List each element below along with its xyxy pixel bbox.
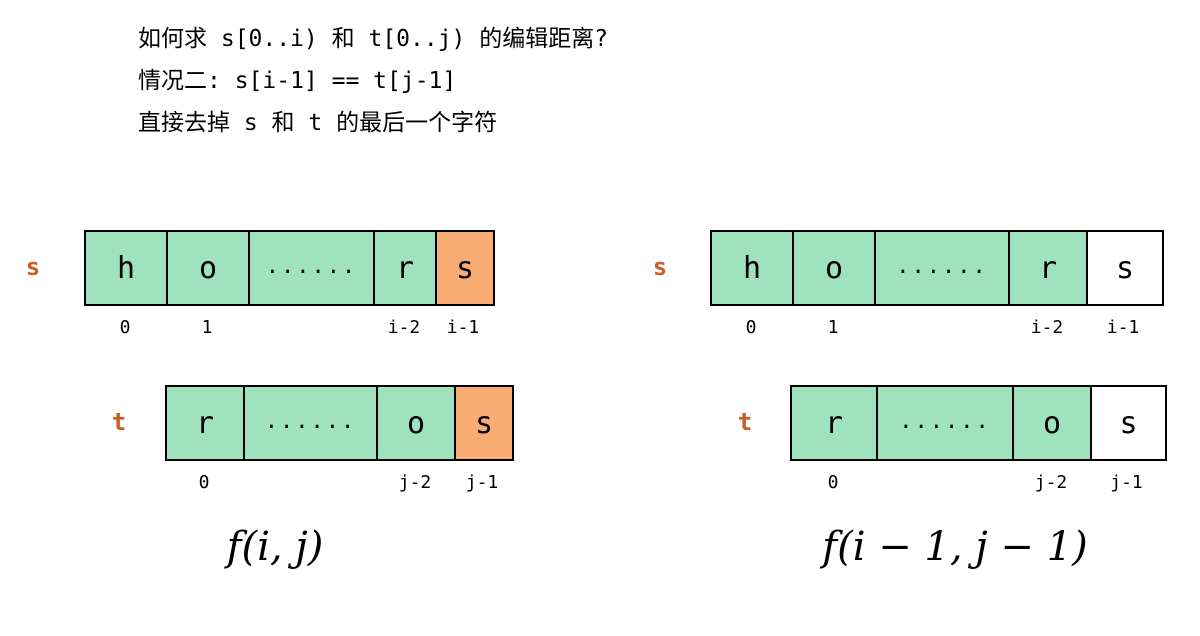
right-t-index-3: j-1	[1110, 472, 1143, 493]
left-t-cell-0: r	[167, 387, 245, 459]
left-t-index-2: j-2	[398, 472, 432, 493]
caption-line-2: 情况二: s[i-1] == t[j-1]	[138, 68, 457, 94]
right-s-index-3: i-2	[1030, 317, 1064, 338]
right-s-index-0: 0	[745, 317, 757, 338]
left-s-cell-0: h	[86, 232, 168, 304]
right-formula: f(i − 1, j − 1)	[822, 524, 1088, 570]
left-s-row-label: s	[25, 253, 41, 281]
caption-block: 如何求 s[0..i) 和 t[0..j) 的编辑距离? 情况二: s[i-1]…	[138, 18, 1038, 144]
left-s-cell-1: o	[168, 232, 250, 304]
left-s-index-4: i-1	[446, 317, 480, 338]
right-t-cell-3: s	[1092, 387, 1165, 459]
right-t-index-2: j-2	[1034, 472, 1068, 493]
right-t-index-strip: 0 j-2 j-1	[790, 470, 1163, 496]
right-s-cell-1: o	[794, 232, 876, 304]
right-s-row-label: s	[652, 253, 668, 281]
right-t-index-0: 0	[827, 472, 839, 493]
right-s-cell-2: ......	[876, 232, 1010, 304]
right-s-cell-3: r	[1010, 232, 1088, 304]
right-t-cell-0: r	[792, 387, 878, 459]
left-t-row: r ...... o s	[165, 385, 514, 461]
left-s-row: h o ...... r s	[84, 230, 495, 306]
right-t-index-1	[876, 470, 1012, 496]
left-t-index-1	[243, 470, 376, 496]
left-s-index-0: 0	[119, 317, 131, 338]
right-t-cell-2: o	[1014, 387, 1092, 459]
left-t-index-0: 0	[198, 472, 210, 493]
left-s-index-strip: 0 1 i-2 i-1	[84, 315, 491, 341]
left-formula: f(i, j)	[226, 524, 324, 570]
left-t-index-strip: 0 j-2 j-1	[165, 470, 510, 496]
caption-line-3: 直接去掉 s 和 t 的最后一个字符	[138, 110, 498, 136]
left-s-index-3: i-2	[387, 317, 421, 338]
left-s-cell-3: r	[375, 232, 437, 304]
left-s-index-2	[248, 315, 373, 341]
left-t-cell-1: ......	[245, 387, 378, 459]
right-s-cell-0: h	[712, 232, 794, 304]
left-t-index-3: j-1	[465, 472, 499, 493]
left-t-cell-2: o	[378, 387, 456, 459]
right-s-index-1: 1	[827, 317, 839, 338]
left-t-row-label: t	[111, 408, 127, 436]
right-s-cell-4: s	[1088, 232, 1162, 304]
right-s-index-4: i-1	[1106, 317, 1140, 338]
left-s-cell-2: ......	[250, 232, 375, 304]
left-s-index-1: 1	[201, 317, 213, 338]
left-t-cell-3: s	[456, 387, 512, 459]
right-t-row: r ...... o s	[790, 385, 1167, 461]
right-t-row-label: t	[737, 408, 753, 436]
right-s-index-2	[874, 315, 1008, 341]
right-s-row: h o ...... r s	[710, 230, 1164, 306]
right-s-index-strip: 0 1 i-2 i-1	[710, 315, 1160, 341]
right-t-cell-1: ......	[878, 387, 1014, 459]
left-s-cell-4: s	[437, 232, 493, 304]
caption-line-1: 如何求 s[0..i) 和 t[0..j) 的编辑距离?	[138, 26, 609, 52]
